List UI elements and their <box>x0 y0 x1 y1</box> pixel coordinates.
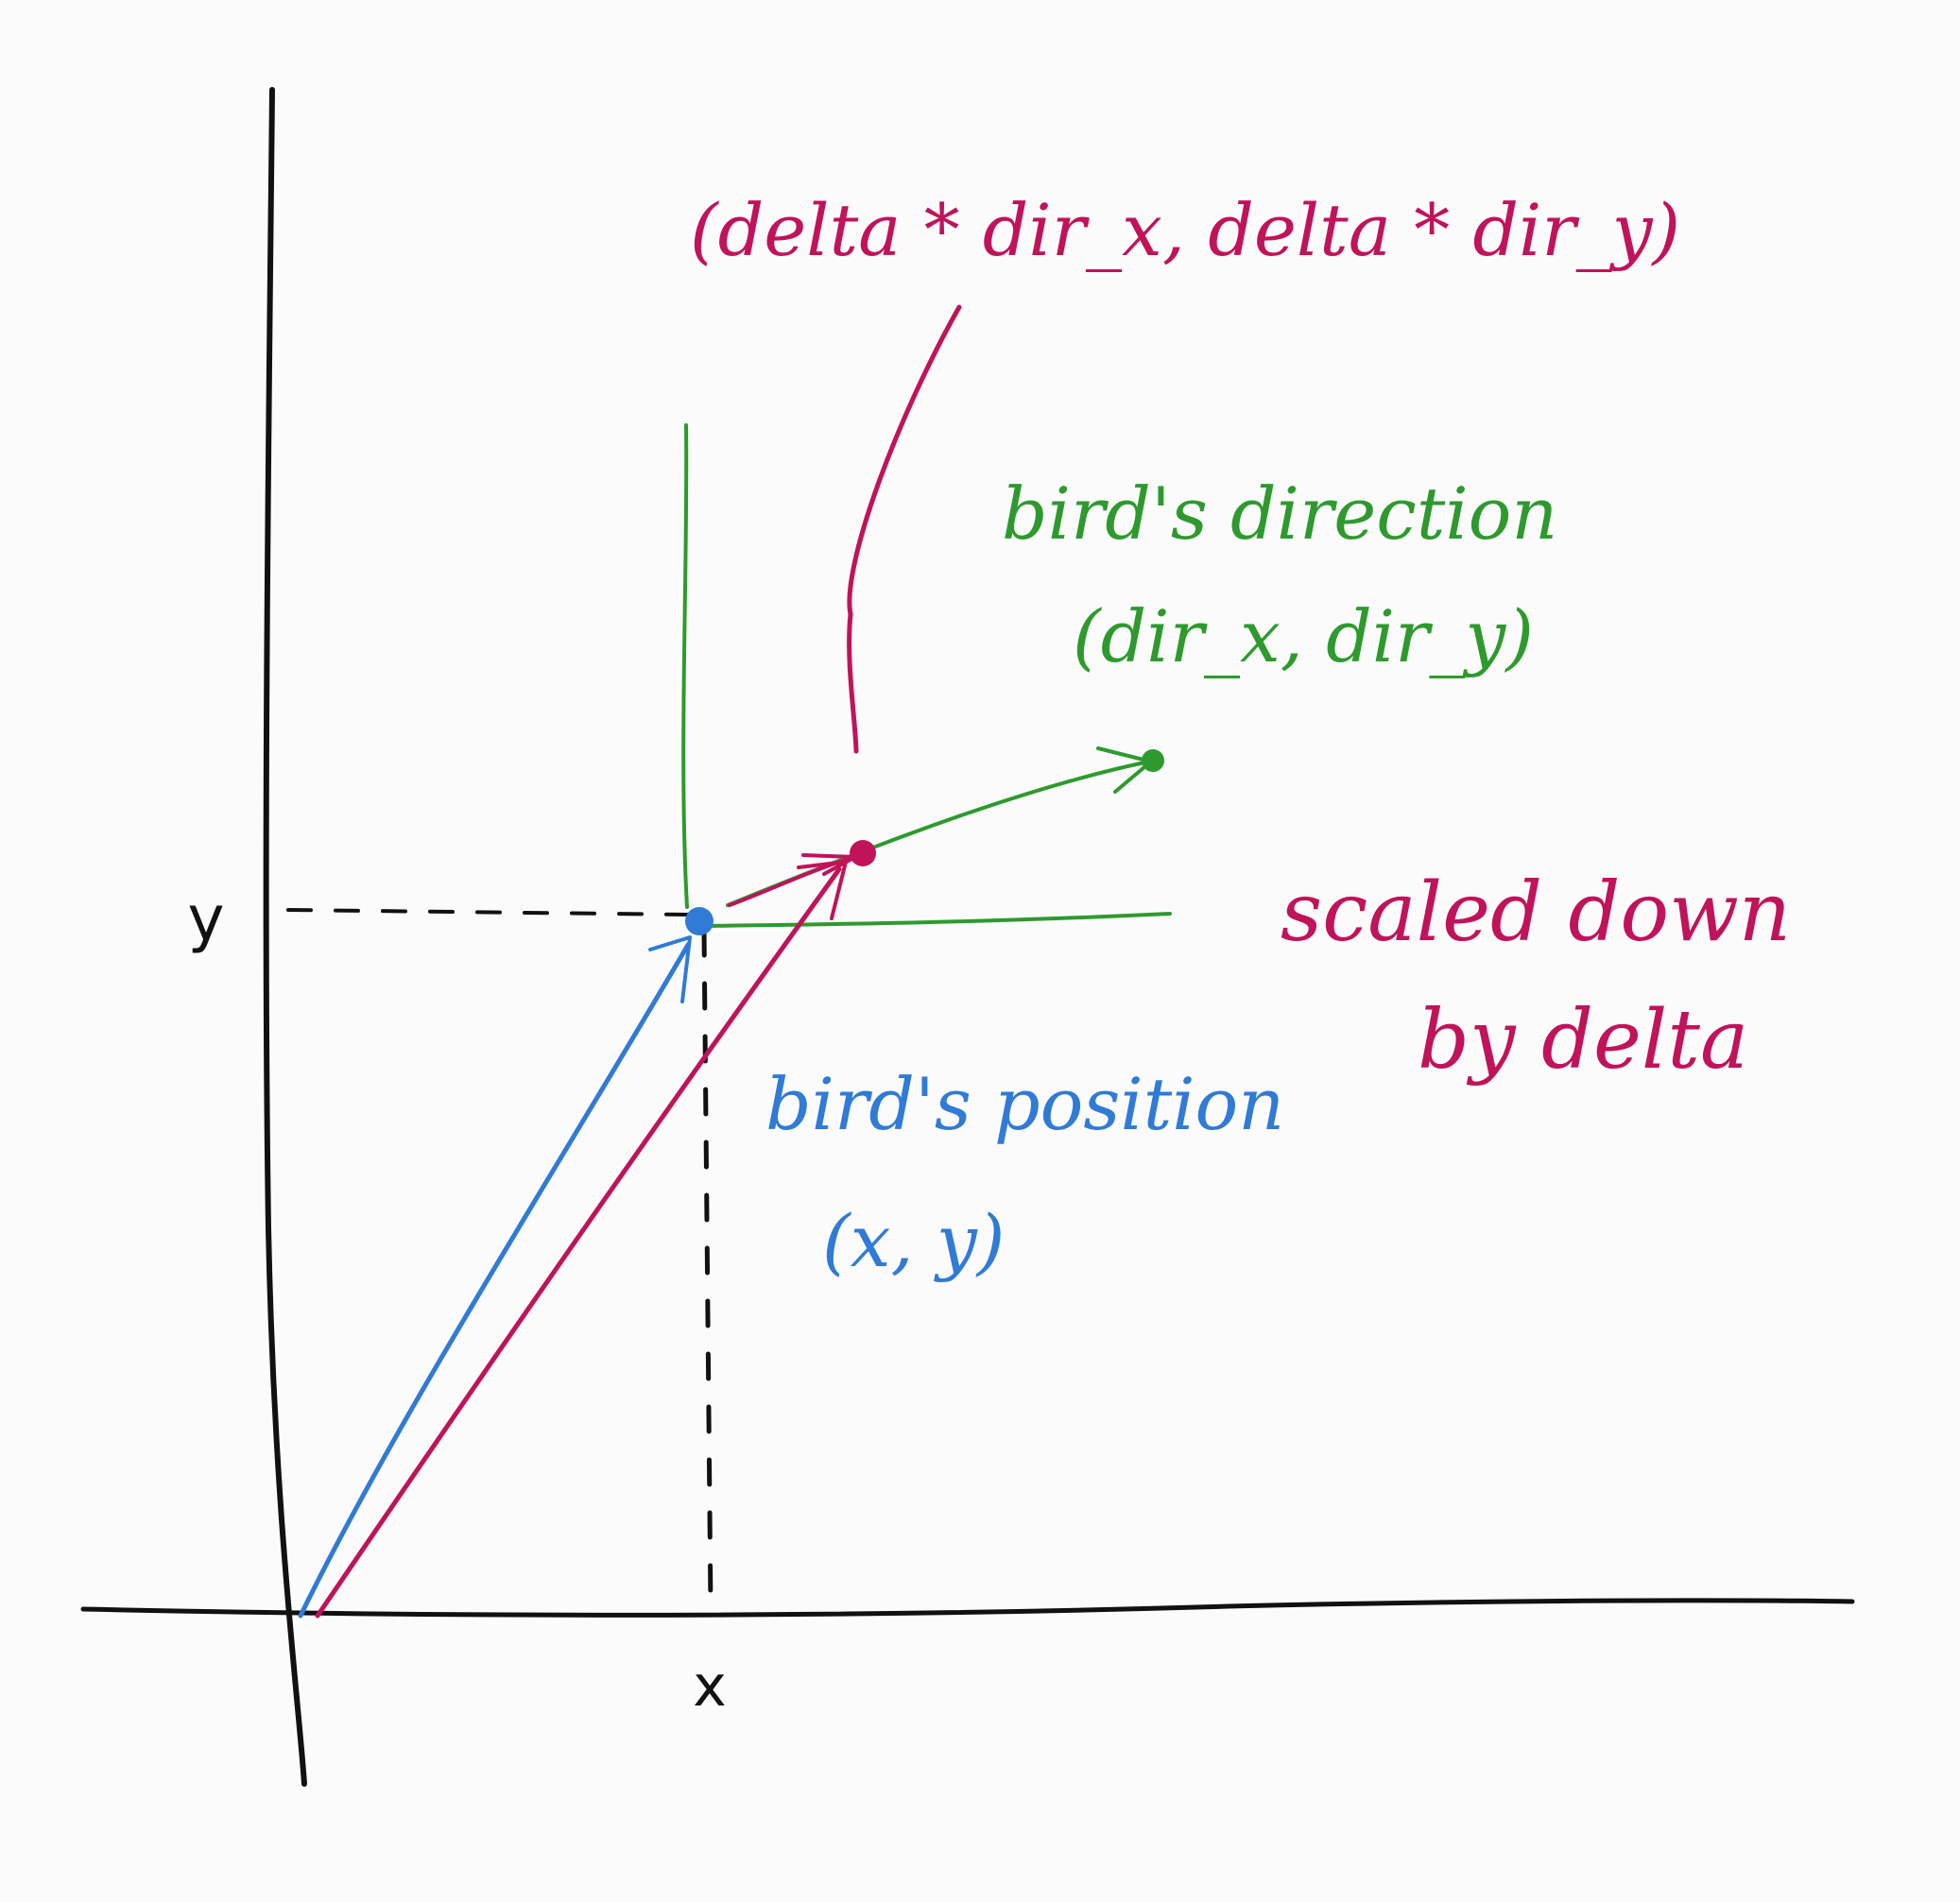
position-coords-label: (x, y) <box>822 1199 1005 1283</box>
position-arrowhead <box>648 935 692 1003</box>
direction-coords-label: (dir_x, dir_y) <box>1073 594 1534 678</box>
scaled-vector-label: (delta * dir_x, delta * dir_y) <box>690 188 1680 272</box>
position-vector-arrow <box>298 942 691 1619</box>
scaled-note-line1: scaled down <box>1281 865 1791 960</box>
scaled-vector-arrow <box>315 866 842 1619</box>
x-projection-dashed-line <box>701 928 714 1609</box>
y-axis <box>263 87 307 1787</box>
direction-endpoint-dot <box>1142 749 1164 772</box>
green-vertical-axis <box>681 423 689 909</box>
direction-vector-arrow <box>726 760 1151 907</box>
x-axis <box>80 1598 1855 1618</box>
scaled-endpoint-dot <box>850 840 876 866</box>
y-axis-label: y <box>187 882 224 955</box>
scaled-label-pointer <box>847 304 962 754</box>
position-endpoint-dot <box>685 907 714 935</box>
scaled-note-line2: by delta <box>1418 993 1748 1088</box>
green-horizontal-axis <box>705 912 1172 928</box>
position-title-label: bird's position <box>765 1062 1284 1146</box>
x-axis-label: x <box>693 1654 727 1720</box>
y-projection-dashed-line <box>286 908 692 917</box>
direction-title-label: bird's direction <box>1002 471 1557 556</box>
